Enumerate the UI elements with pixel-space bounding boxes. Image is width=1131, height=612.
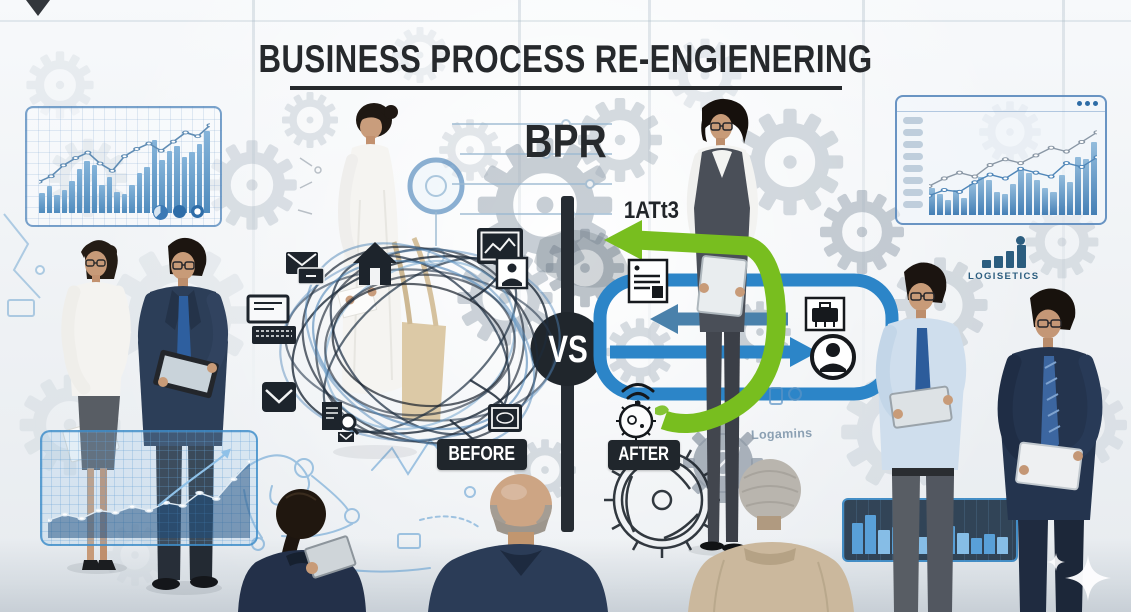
axis-label-pills	[903, 117, 923, 208]
window-mullion	[648, 0, 651, 420]
mini-pie-icons	[153, 205, 204, 220]
top-left-line	[39, 123, 210, 184]
dot-icon	[173, 205, 186, 218]
background-gears	[20, 27, 1127, 586]
person-right-man-shirt	[875, 262, 967, 612]
briefcase-icon	[804, 296, 846, 332]
screen-icon	[488, 404, 522, 432]
monitor-keyboard-icon	[246, 294, 296, 344]
document-icon	[627, 258, 669, 304]
donut-chart-icon	[191, 205, 204, 218]
window-mullion	[518, 0, 521, 420]
person-right-man-suit	[997, 288, 1103, 612]
before-badge: BEFORE	[437, 439, 527, 470]
person-foreground-bald-man	[428, 474, 608, 612]
top-left-bars	[39, 124, 210, 213]
vs-label: VS	[548, 329, 588, 371]
top-right-bars	[929, 119, 1097, 215]
title-acronym: BPR	[524, 115, 607, 167]
envelope-icon	[262, 382, 296, 412]
top-right-window-panel	[895, 95, 1107, 225]
sparkle-icon	[1047, 553, 1111, 601]
bottom-left-trend-arrow	[157, 448, 231, 507]
top-left-chart-panel	[25, 106, 222, 227]
window-titlebar	[897, 97, 1105, 112]
logisetics-logo: LOGISETICS	[968, 236, 1078, 282]
logo-person-dot-icon	[1016, 236, 1025, 245]
timeline-diagram	[297, 119, 612, 265]
after-code-annotation: 1ATt3	[623, 197, 680, 224]
bottom-left-chart-panel	[40, 430, 258, 546]
wifi-gear-icon	[616, 383, 669, 441]
top-right-line-gray	[929, 130, 1097, 189]
person-left-man	[137, 237, 228, 595]
person-foreground-woman	[238, 489, 366, 612]
window-mullion	[0, 20, 1131, 22]
after-icons	[616, 258, 856, 441]
sketch-left-edge	[3, 213, 45, 317]
before-label: BEFORE	[448, 443, 516, 465]
green-loop-arrow	[604, 220, 786, 433]
person-square-icon	[495, 256, 529, 290]
user-circle-icon	[810, 334, 856, 380]
pie-chart-icon	[153, 205, 168, 220]
mail-laptop-icon	[286, 252, 325, 285]
bottom-left-area	[48, 461, 250, 538]
top-right-line-blue	[929, 155, 1097, 198]
person-foreground-beige-man	[688, 459, 854, 612]
title-underline	[290, 86, 842, 90]
page-title: BUSINESS PROCESS RE-ENGIENERING	[258, 38, 873, 81]
bottom-left-line	[48, 459, 250, 523]
house-icon	[353, 242, 397, 285]
after-label: AFTER	[618, 444, 670, 465]
logo-text: LOGISETICS	[968, 271, 1040, 282]
corner-mark	[26, 0, 50, 16]
documents-search-icon	[322, 402, 360, 442]
before-icons	[246, 228, 529, 442]
logo-bar-chart-icon	[982, 242, 1026, 268]
after-badge: AFTER	[608, 440, 680, 470]
window-dots-icon	[1077, 101, 1098, 106]
